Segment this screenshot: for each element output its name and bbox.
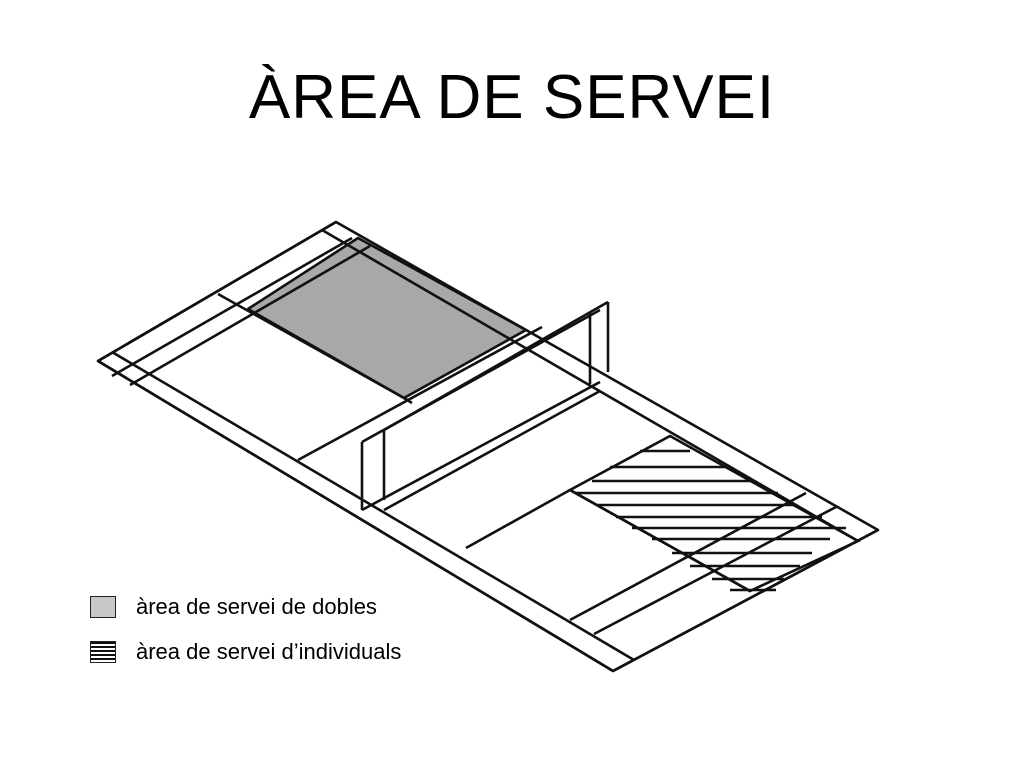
back-boundary-far-outer (97, 220, 337, 363)
net-mid-cross (383, 300, 609, 432)
singles-swatch-icon (90, 641, 116, 663)
short-service-line-near (383, 389, 601, 512)
short-service-line-far (297, 325, 543, 462)
long-service-line-far (129, 244, 371, 387)
center-line-far (217, 292, 405, 400)
center-line-far-extension (403, 396, 413, 405)
sideline-left-inner (111, 350, 635, 662)
doubles-swatch-icon (90, 596, 116, 618)
legend-label-singles: àrea de servei d’individuals (136, 639, 402, 664)
center-line-near (465, 488, 571, 550)
sideline-left-outer (97, 359, 614, 673)
slide-title: ÀREA DE SERVEI (248, 63, 776, 132)
legend-label-doubles: àrea de servei de dobles (136, 594, 377, 619)
singles-service-area (567, 434, 861, 593)
net-bottom-edge (361, 380, 601, 512)
sideline-right-inner (321, 228, 859, 543)
back-boundary-far-inner (111, 236, 353, 378)
